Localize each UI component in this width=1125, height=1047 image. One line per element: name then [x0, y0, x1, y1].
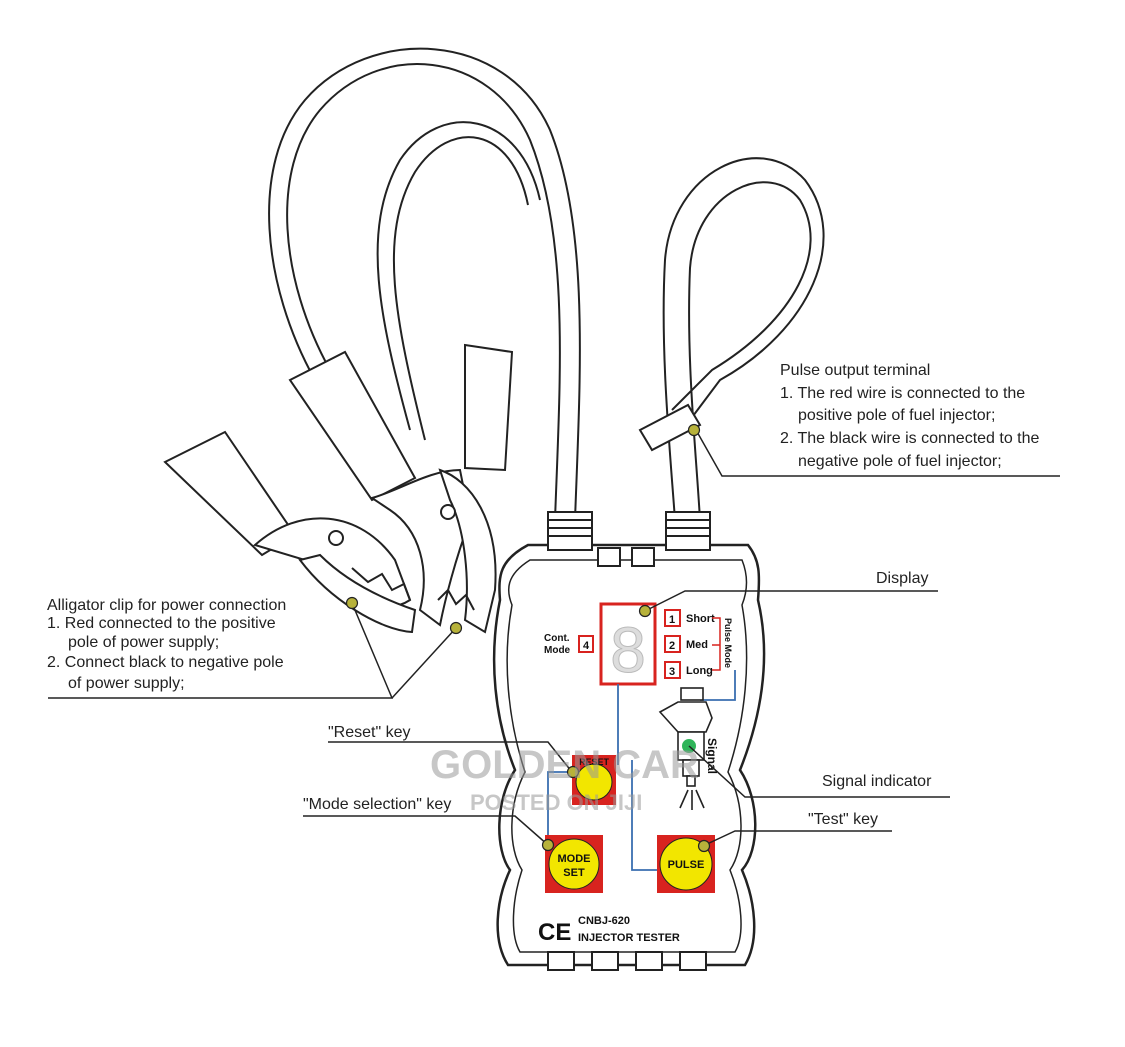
pulse-mode-list: 1 Short 2 Med 3 Long Pulse Mode [664, 609, 733, 679]
cont-mode-box [578, 635, 594, 653]
product-name: INJECTOR TESTER [578, 932, 680, 944]
signal-indicator-label: Signal indicator [822, 773, 932, 790]
mode-med-number: 2 [669, 640, 675, 652]
test-key-label: "Test" key [808, 811, 878, 828]
mode-med-box [664, 635, 681, 653]
alligator-clip-left [163, 430, 417, 634]
pulse-button-label: PULSE [668, 859, 705, 871]
pulse-terminal-line2: positive pole of fuel injector; [798, 407, 995, 424]
pulse-mode-bracket [712, 617, 721, 671]
mode-short-box [664, 609, 681, 627]
mode-long-number: 3 [669, 666, 675, 678]
mode-set-button[interactable]: MODE SET [545, 835, 603, 893]
alligator-title: Alligator clip for power connection [47, 597, 286, 614]
model-number: CNBJ-620 [578, 915, 630, 927]
mode-short-label: Short [686, 613, 715, 625]
seven-segment-display: 8 [599, 602, 657, 687]
internal-wires [547, 670, 736, 871]
cont-mode-label-line2: Mode [544, 645, 571, 656]
callout-lines [48, 429, 1060, 846]
signal-label: Signal [705, 738, 719, 774]
watermark-line1: GOLDEN CAR [430, 743, 699, 787]
pulse-terminal-line4: negative pole of fuel injector; [798, 453, 1002, 470]
callout-dots [345, 423, 711, 853]
device-body [492, 511, 766, 971]
ce-mark: CE [538, 919, 571, 946]
mode-button-label-line2: SET [563, 867, 585, 879]
alligator-line3: 2. Connect black to negative pole [47, 654, 284, 671]
mode-long-box [664, 661, 681, 679]
pulse-cable-loop [662, 157, 825, 521]
cont-mode-number: 4 [583, 640, 590, 652]
display-label: Display [876, 570, 928, 587]
cont-mode-label-line1: Cont. [544, 633, 570, 644]
alligator-line1: 1. Red connected to the positive [47, 615, 276, 632]
pulse-terminal-line1: 1. The red wire is connected to the [780, 385, 1025, 402]
pulse-terminal-line3: 2. The black wire is connected to the [780, 430, 1040, 447]
power-cable-loop [268, 47, 581, 521]
alligator-line2: pole of power supply; [68, 634, 219, 651]
mode-button-label-line1: MODE [558, 853, 591, 865]
pulse-terminal-title: Pulse output terminal [780, 362, 930, 379]
pulse-terminal-plug [638, 403, 702, 452]
watermark-line2: POSTED ON JIJI [470, 790, 642, 815]
mode-key-label: "Mode selection" key [303, 796, 451, 813]
mode-short-number: 1 [669, 614, 675, 626]
mode-long-label: Long [686, 665, 713, 677]
reset-button[interactable]: RESET [572, 755, 616, 805]
alligator-clip-right [288, 343, 514, 634]
pulse-mode-label: Pulse Mode [723, 618, 733, 668]
reset-button-label: RESET [579, 757, 610, 767]
alligator-line4: of power supply; [68, 675, 185, 692]
svg-text:8: 8 [610, 614, 646, 686]
injector-icon [658, 687, 713, 810]
reset-key-label: "Reset" key [328, 724, 411, 741]
mode-med-label: Med [686, 639, 708, 651]
